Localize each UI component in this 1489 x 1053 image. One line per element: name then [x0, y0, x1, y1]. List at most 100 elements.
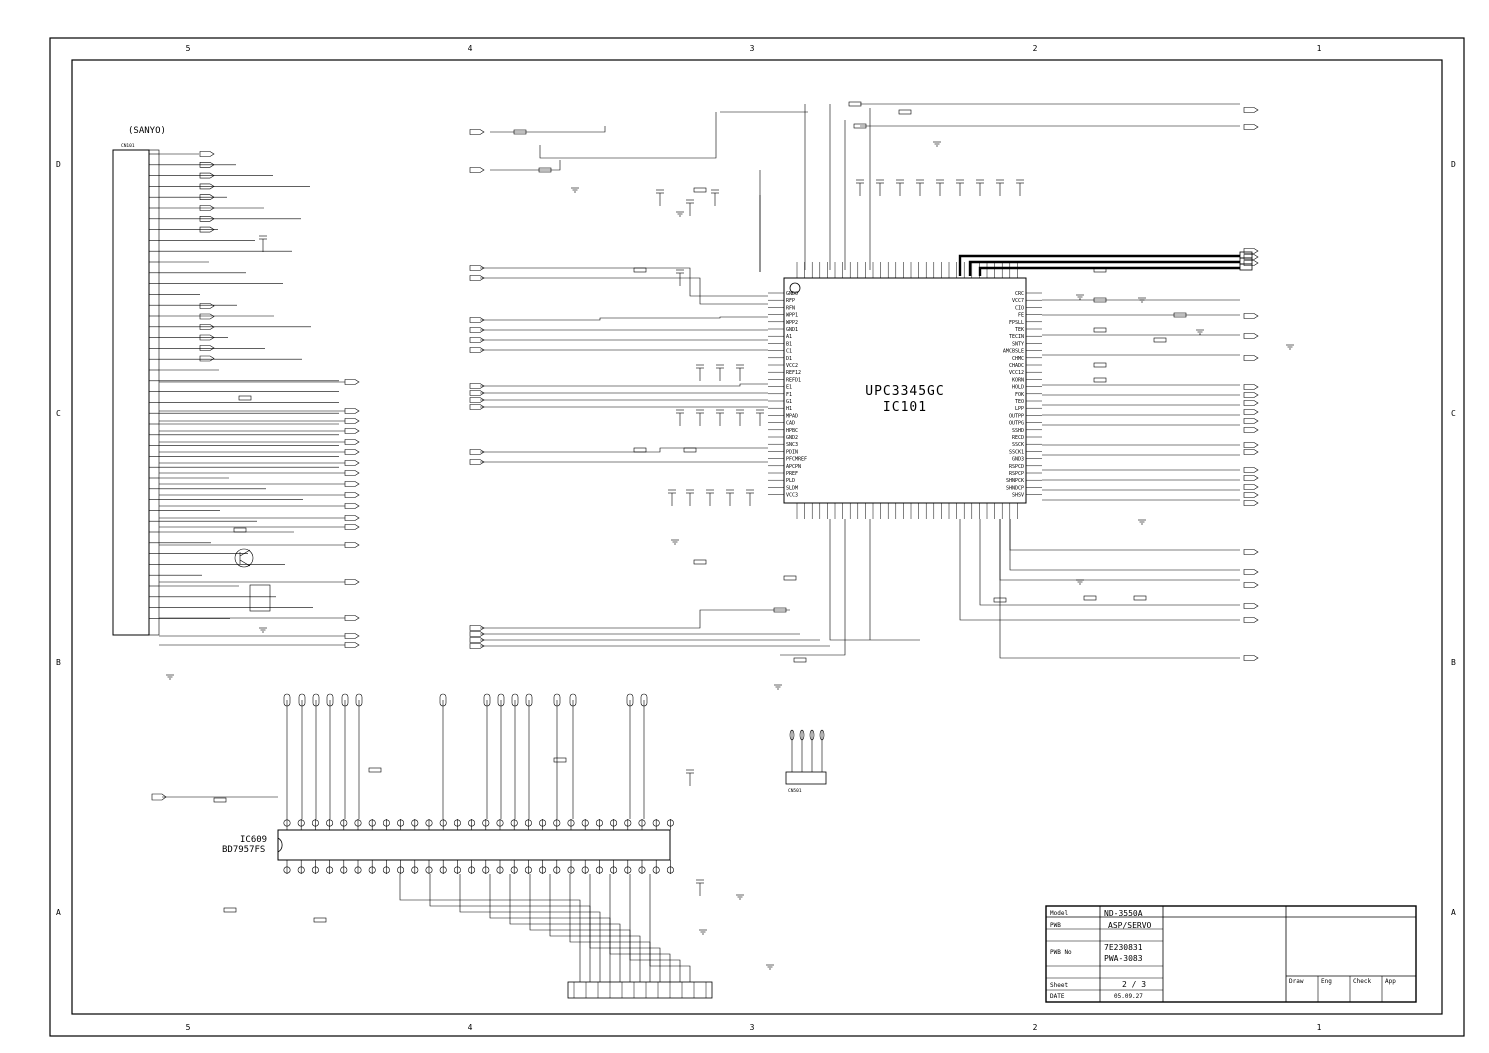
tb-model-value: ND-3550A	[1104, 909, 1143, 918]
connector-ref: CN101	[121, 143, 135, 149]
tb-sign-draw: Draw	[1289, 978, 1304, 985]
ic101-left-pin-label: C1	[786, 349, 792, 355]
ic101-right-pin-label: SHNPCK	[1006, 478, 1024, 484]
ic101-left-pins: GND0RFPRFNWPP1WPP2GND1A1B1C1D1VCC2REF12R…	[768, 291, 807, 499]
bus-terminals	[1239, 251, 1253, 271]
ic101-left-pin-label: REF12	[786, 370, 801, 376]
ic101-left-pin-label: H1	[786, 406, 792, 412]
connector-cn101: (SANYO) CN101	[112, 126, 360, 648]
ic101-left-pin-label: RFP	[786, 298, 795, 304]
tb-pwbno-label: PWB No	[1050, 949, 1072, 956]
tb-sign-check: Check	[1353, 978, 1371, 985]
ic609-body	[277, 829, 671, 861]
ic101-left-pin-label: CAD	[786, 421, 795, 427]
ic101-right-pin-label: RSPCP	[1009, 471, 1024, 477]
ic101-right-pin-label: SHSV	[1012, 493, 1024, 499]
inner-frame	[71, 59, 1443, 1015]
zone-col-top-5: 5	[186, 44, 191, 53]
ic101-right-pin-label: FOK	[1015, 392, 1024, 398]
zone-row-left-d: D	[56, 160, 61, 169]
ic101-left-pin-label: WPP2	[786, 320, 798, 326]
ic101-right-pin-label: VCC12	[1009, 370, 1024, 376]
tb-pwbno-value1: 7E230831	[1104, 943, 1143, 952]
ic101-right-pin-label: HOLD	[1012, 385, 1024, 391]
zone-row-right-d: D	[1451, 160, 1456, 169]
zone-col-top-3: 3	[750, 44, 755, 53]
ic101-right-pin-label: KORN	[1012, 377, 1024, 383]
ic101-right-pin-label: OUTPP	[1009, 413, 1024, 419]
ic101-left-pin-label: PDIN	[786, 449, 798, 455]
ic101-right-pin-label: SSHD	[1012, 428, 1024, 434]
zone-markers: 5 4 3 2 1 5 4 3 2 1 D C B A D C B A	[56, 44, 1456, 1032]
ic101-chip: UPC3345GC IC101 GND0RFPRFNWPP1WPP2GND1A1…	[768, 262, 1042, 519]
ic101-left-pin-label: SLDM	[786, 485, 798, 491]
ic101-left-pin-label: GND0	[786, 291, 798, 297]
ic101-top-pins	[796, 262, 1018, 278]
cn501-connector: CN501	[785, 729, 827, 794]
zone-row-left-c: C	[56, 409, 61, 418]
ic101-left-pin-label: G1	[786, 399, 792, 405]
ic609-ref: IC609	[240, 835, 267, 845]
ic101-right-pin-label: LPP	[1015, 406, 1024, 412]
ic101-left-pin-label: SNC3	[786, 442, 798, 448]
tb-pwb-value: ASP/SERVO	[1108, 921, 1152, 930]
ic101-right-pin-label: CHADC	[1009, 363, 1024, 369]
ic101-wiring	[469, 103, 1259, 661]
zone-row-left-a: A	[56, 908, 61, 917]
ic101-left-pin-label: A1	[786, 334, 792, 340]
connector-wires	[149, 151, 360, 648]
zone-col-top-4: 4	[468, 44, 473, 53]
ic101-left-pin-label: PLD	[786, 478, 795, 484]
ic101-left-pin-label: REFD1	[786, 377, 801, 383]
ic101-right-pin-label: OUTPG	[1009, 421, 1024, 427]
connector-pin-strip	[148, 149, 160, 636]
ic101-part-name: UPC3345GC	[865, 384, 944, 399]
ic101-right-pin-label: SSCK	[1012, 442, 1024, 448]
ic101-body	[783, 277, 1027, 504]
ic101-right-pin-label: RSPCD	[1009, 464, 1024, 470]
ic101-right-pin-label: FPSLL	[1009, 320, 1024, 326]
ic101-left-pin-label: HPBC	[786, 428, 798, 434]
zone-row-right-a: A	[1451, 908, 1456, 917]
ic101-right-pin-label: SNTY	[1012, 341, 1024, 347]
cn501-ref: CN501	[788, 788, 802, 794]
ic101-left-pin-label: VCC3	[786, 493, 798, 499]
ic101-right-pin-label: RECD	[1012, 435, 1024, 441]
ic101-right-pin-label: GND3	[1012, 457, 1024, 463]
zone-col-bottom-1: 1	[1317, 1023, 1322, 1032]
ic101-bottom-pins	[796, 503, 1018, 519]
ic101-right-pins: CRCVCC7CIOFEFPSLLTEKTECINSNTYAMCBSLECHMC…	[1003, 291, 1042, 499]
tb-sheet-value: 2 / 3	[1122, 980, 1146, 989]
zone-col-bottom-2: 2	[1033, 1023, 1038, 1032]
ic609-pins	[151, 693, 691, 982]
ic101-right-pin-label: CRC	[1015, 291, 1024, 297]
ic101-pin1-dot	[789, 282, 801, 294]
zone-col-bottom-3: 3	[750, 1023, 755, 1032]
zone-col-bottom-4: 4	[468, 1023, 473, 1032]
ic101-right-pin-label: SSCK1	[1009, 449, 1024, 455]
ic101-right-pin-label: AMCBSLE	[1003, 349, 1024, 355]
ic101-left-pin-label: PREF	[786, 471, 798, 477]
ic101-right-pin-label: TECIN	[1009, 334, 1024, 340]
ic609-chip: IC609 BD7957FS	[151, 693, 691, 982]
zone-col-top-2: 2	[1033, 44, 1038, 53]
zone-col-top-1: 1	[1317, 44, 1322, 53]
tb-date-value: 05.09.27	[1114, 993, 1143, 1000]
ic101-left-pin-label: APCPN	[786, 464, 801, 470]
ic101-left-pin-label: PFCMREF	[786, 457, 807, 463]
zone-row-right-c: C	[1451, 409, 1456, 418]
tb-sign-app: App	[1385, 978, 1396, 985]
ic101-right-pin-label: FE	[1018, 313, 1024, 319]
ic101-left-pin-label: VCC2	[786, 363, 798, 369]
ic101-left-pin-label: E1	[786, 385, 792, 391]
bottom-connector	[567, 981, 713, 999]
ic101-right-pin-label: CIO	[1015, 305, 1024, 311]
ic101-left-pin-label: B1	[786, 341, 792, 347]
passive-components	[166, 101, 1294, 970]
ic101-left-pin-label: D1	[786, 356, 792, 362]
ic609-notch	[277, 837, 283, 853]
ic101-right-pin-label: TEK	[1015, 327, 1024, 333]
tb-date-label: DATE	[1050, 993, 1065, 1000]
ic101-left-pin-label: GND2	[786, 435, 798, 441]
